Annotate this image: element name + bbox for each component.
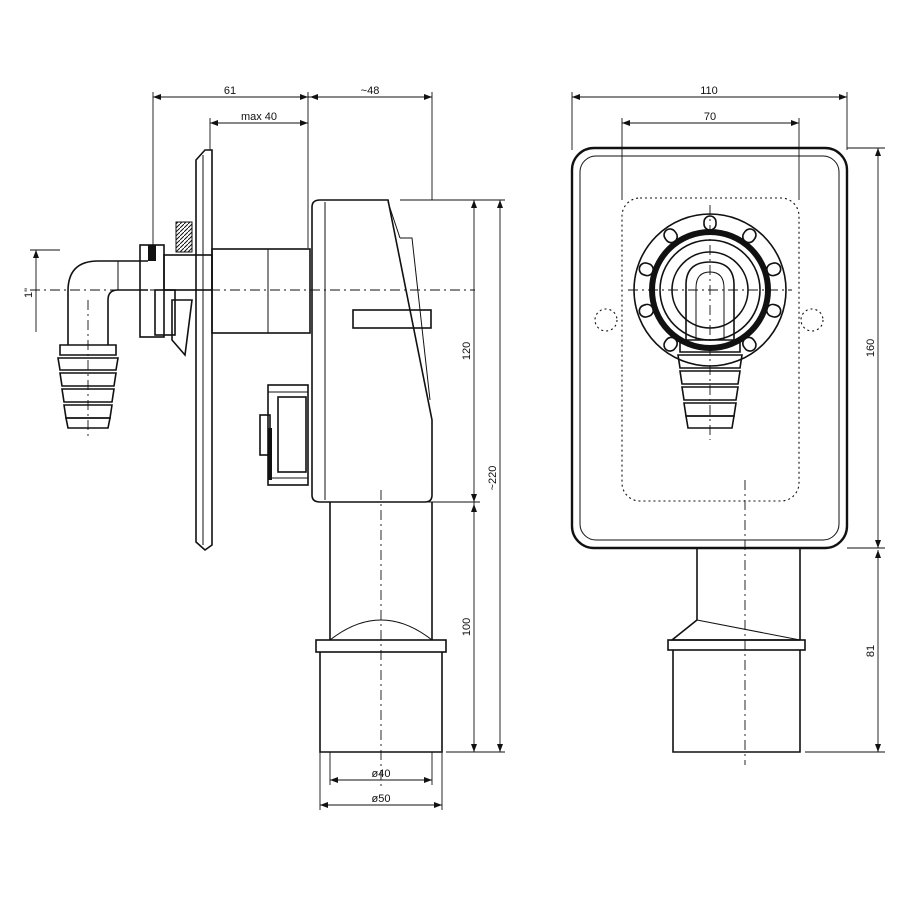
through-pipe [211, 248, 311, 334]
dim-front-width-label: 110 [700, 85, 718, 97]
dim-side-depth: ~48 [308, 85, 433, 200]
dim-side-tail-height: 100 [446, 502, 505, 753]
front-cover-plate [570, 146, 849, 550]
front-screw-holes [594, 308, 824, 332]
dim-side-outer-diameter-label: ø50 [372, 793, 391, 805]
dim-side-outer-diameter: ø50 [319, 752, 443, 810]
dim-side-tail-height-label: 100 [461, 618, 473, 636]
front-tail-pipe [667, 548, 806, 753]
dim-side-width: 61 [152, 85, 309, 250]
side-connector [259, 384, 309, 486]
dim-front-inner-width: 70 [621, 111, 800, 200]
front-hose-barb [677, 339, 743, 429]
dim-front-tail-height: 81 [805, 550, 885, 753]
dim-front-tail-height-label: 81 [865, 645, 877, 657]
side-view: 61 ~48 max 40 1" [23, 85, 505, 810]
dim-front-width: 110 [571, 85, 848, 150]
side-elbow [67, 221, 213, 357]
dim-side-total-height-label: ~220 [487, 466, 499, 491]
dim-side-thread-label: 1" [23, 288, 35, 298]
dim-front-inner-width-label: 70 [704, 111, 716, 123]
dim-side-width-label: 61 [224, 85, 236, 97]
dim-front-height: 160 [847, 147, 885, 549]
dim-side-body-height: 120 [400, 199, 480, 503]
front-view: 110 70 160 81 [570, 85, 885, 765]
dim-side-max-wall-label: max 40 [241, 111, 277, 123]
dim-front-height-label: 160 [865, 339, 877, 357]
dim-side-total-height: ~220 [432, 199, 505, 752]
dim-side-inner-diameter: ø40 [329, 752, 433, 785]
side-hose-barb [57, 344, 119, 429]
dim-side-max-wall: max 40 [209, 111, 308, 150]
dim-side-body-height-label: 120 [461, 342, 473, 360]
wall-plate [195, 149, 213, 552]
dim-side-inner-diameter-label: ø40 [372, 768, 391, 780]
dim-side-depth-label: ~48 [361, 85, 380, 97]
dim-side-thread: 1" [23, 249, 60, 332]
siphon-body [311, 199, 433, 503]
